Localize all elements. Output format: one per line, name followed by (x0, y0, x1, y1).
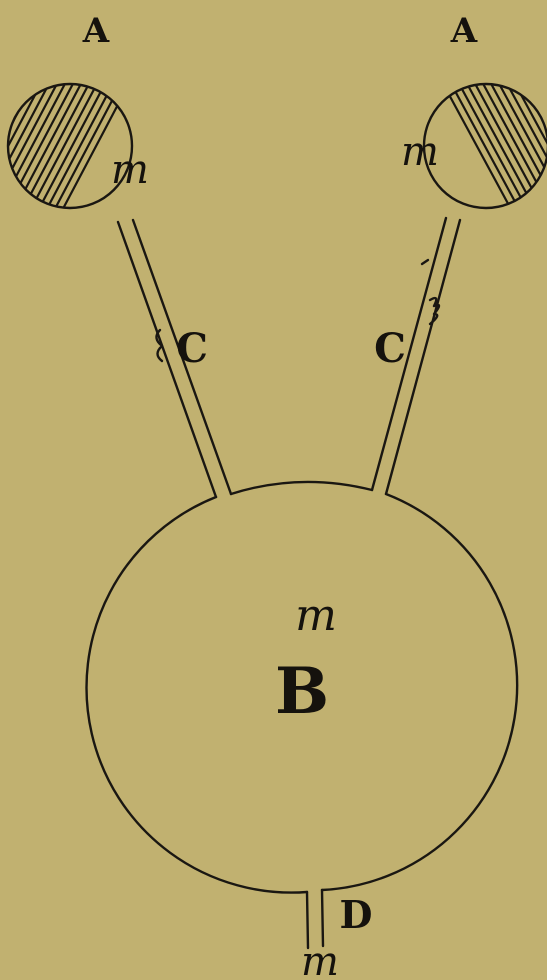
hatch-line (439, 84, 519, 208)
outlet-tube (305, 888, 325, 950)
large-bulb-top-arc (229, 480, 374, 496)
hatch-line (455, 84, 535, 208)
hatch-line (447, 84, 527, 208)
hatch-line (535, 84, 547, 208)
hatch-line (463, 84, 543, 208)
hatch-line (8, 84, 53, 208)
label-a-left: A (82, 11, 110, 51)
hatch-line (8, 84, 69, 208)
hatch-line (47, 84, 125, 208)
hatch-line (39, 84, 117, 208)
hatch-line (487, 84, 547, 208)
label-m-outlet: m (301, 939, 339, 980)
left-tube-marking (155, 328, 164, 363)
right-bulb-outline (422, 82, 547, 210)
label-m-center: m (295, 590, 337, 641)
large-bulb-left-arc (85, 495, 309, 894)
left-bulb-outline (6, 82, 134, 210)
left-tube (116, 218, 233, 499)
hatch-line (8, 84, 45, 208)
large-bulb-right-arc (320, 492, 519, 892)
label-d: D (340, 892, 373, 937)
hatch-line (31, 84, 109, 208)
hatch-line (503, 84, 547, 208)
right-bulb (422, 82, 547, 210)
label-c-left: C (176, 325, 208, 372)
right-tube-marking (420, 258, 441, 326)
label-c-right: C (374, 325, 406, 372)
hatch-line (511, 84, 547, 208)
large-bulb-b (85, 480, 519, 894)
hatch-line (495, 84, 547, 208)
label-m-left-bulb: m (111, 147, 149, 193)
hatch-line (8, 84, 61, 208)
label-a-right: A (450, 11, 478, 51)
label-m-right-bulb: m (401, 129, 439, 175)
label-b: B (275, 654, 329, 729)
right-tube (370, 216, 462, 496)
